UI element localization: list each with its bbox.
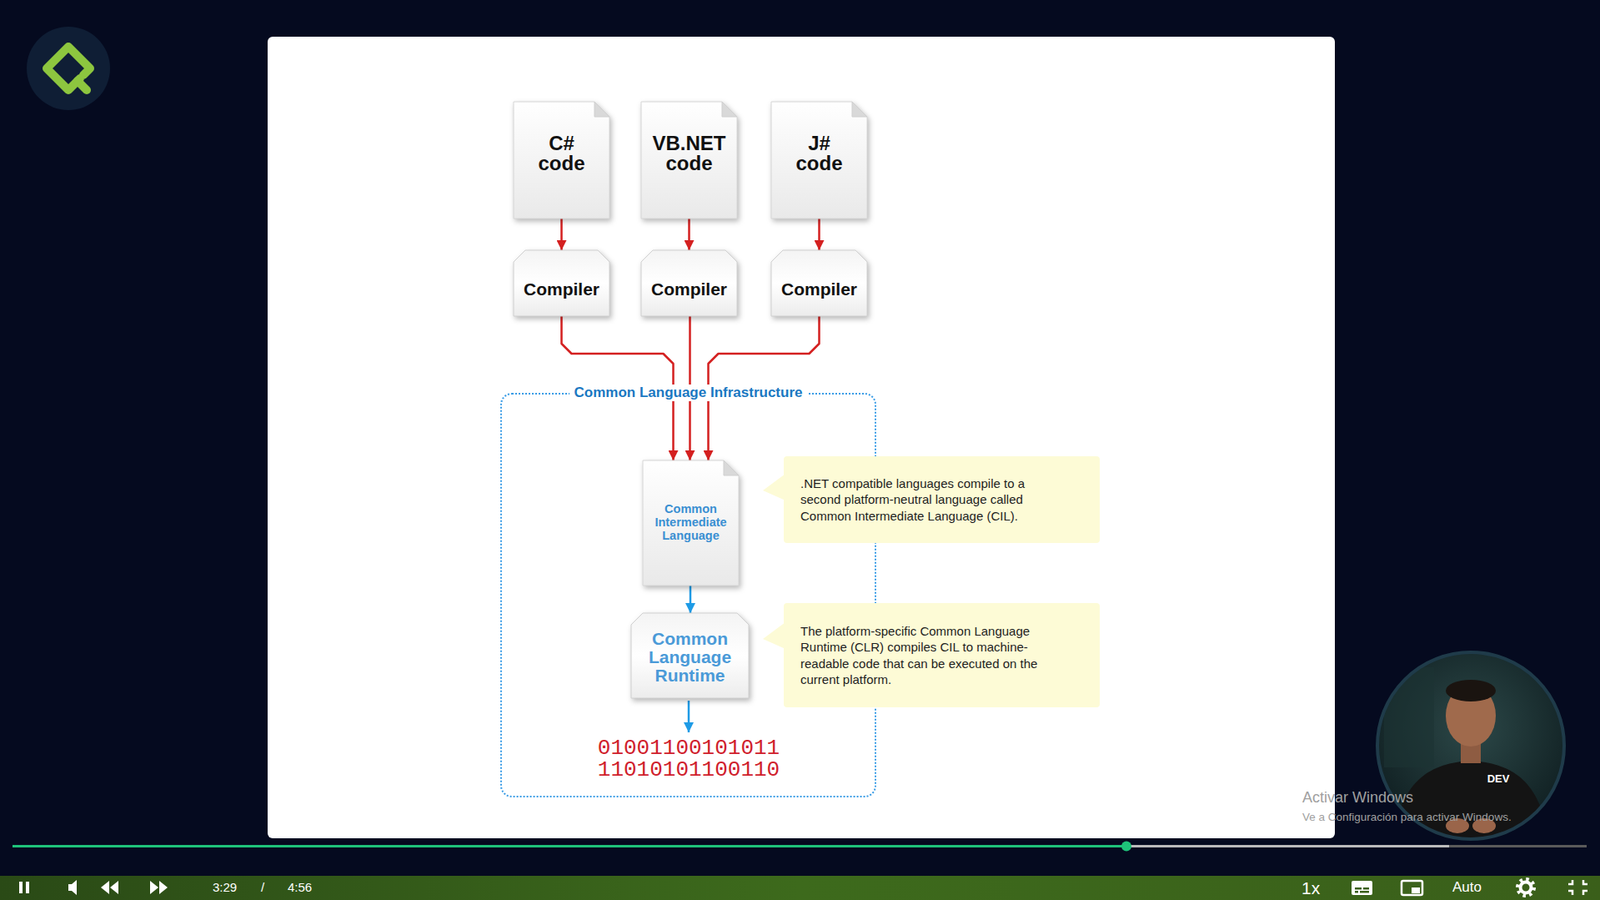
document-title: C# code <box>537 133 585 174</box>
flow-arrow <box>687 218 691 251</box>
flow-arrow <box>689 585 693 613</box>
player-icons <box>19 878 1588 896</box>
compiler-box: Compiler <box>771 250 868 316</box>
source-document: J# code <box>771 101 868 219</box>
watermark-title: Activar Windows <box>1302 788 1414 808</box>
note-callout-outline <box>783 602 1100 708</box>
note-callout: The platform-specific Common Language Ru… <box>783 602 1100 708</box>
region-heading: Common Language Infrastructure <box>569 384 808 402</box>
note-text: .NET compatible languages compile to a s… <box>800 475 1061 525</box>
shirt-print: DEV <box>1487 772 1510 786</box>
flow-arrow <box>817 218 821 251</box>
document-title: J# code <box>795 133 843 174</box>
runtime-box: Common Language Runtime <box>631 612 749 698</box>
box-label: Compiler <box>781 279 858 300</box>
box-label: Common Language Runtime <box>648 629 732 685</box>
document-title: VB.NET code <box>652 133 726 174</box>
note-text: The platform-specific Common Language Ru… <box>800 622 1061 688</box>
note-callout: .NET compatible languages compile to a s… <box>783 456 1100 543</box>
slide-panel <box>267 36 1335 838</box>
quality-button: Auto <box>1452 878 1482 896</box>
callout-tail <box>762 621 786 649</box>
time-current: 3:29 <box>212 879 237 895</box>
progress-bar <box>12 841 1587 852</box>
speed-button: 1x <box>1301 877 1320 898</box>
output-arrow <box>687 700 691 733</box>
box-label: Compiler <box>523 279 600 300</box>
watermark-note: Ve a Configuración para activar Windows. <box>1302 810 1512 824</box>
callout-tail <box>762 473 786 501</box>
compiler-box: Compiler <box>641 250 738 316</box>
source-document: VB.NET code <box>641 101 738 219</box>
compiler-box: Compiler <box>513 250 610 316</box>
binary-output: 01001100101011 11010101100110 <box>597 737 780 781</box>
intermediate-document: Common Intermediate Language <box>642 460 739 586</box>
brand-logo <box>26 26 111 111</box>
source-document: C# code <box>513 101 610 219</box>
box-label: Compiler <box>651 279 728 300</box>
time-total: 4:56 <box>287 879 312 895</box>
time-separator: / <box>260 879 265 895</box>
control-bar <box>0 875 1600 900</box>
document-title: Common Intermediate Language <box>654 502 727 543</box>
flow-arrow <box>560 218 563 251</box>
